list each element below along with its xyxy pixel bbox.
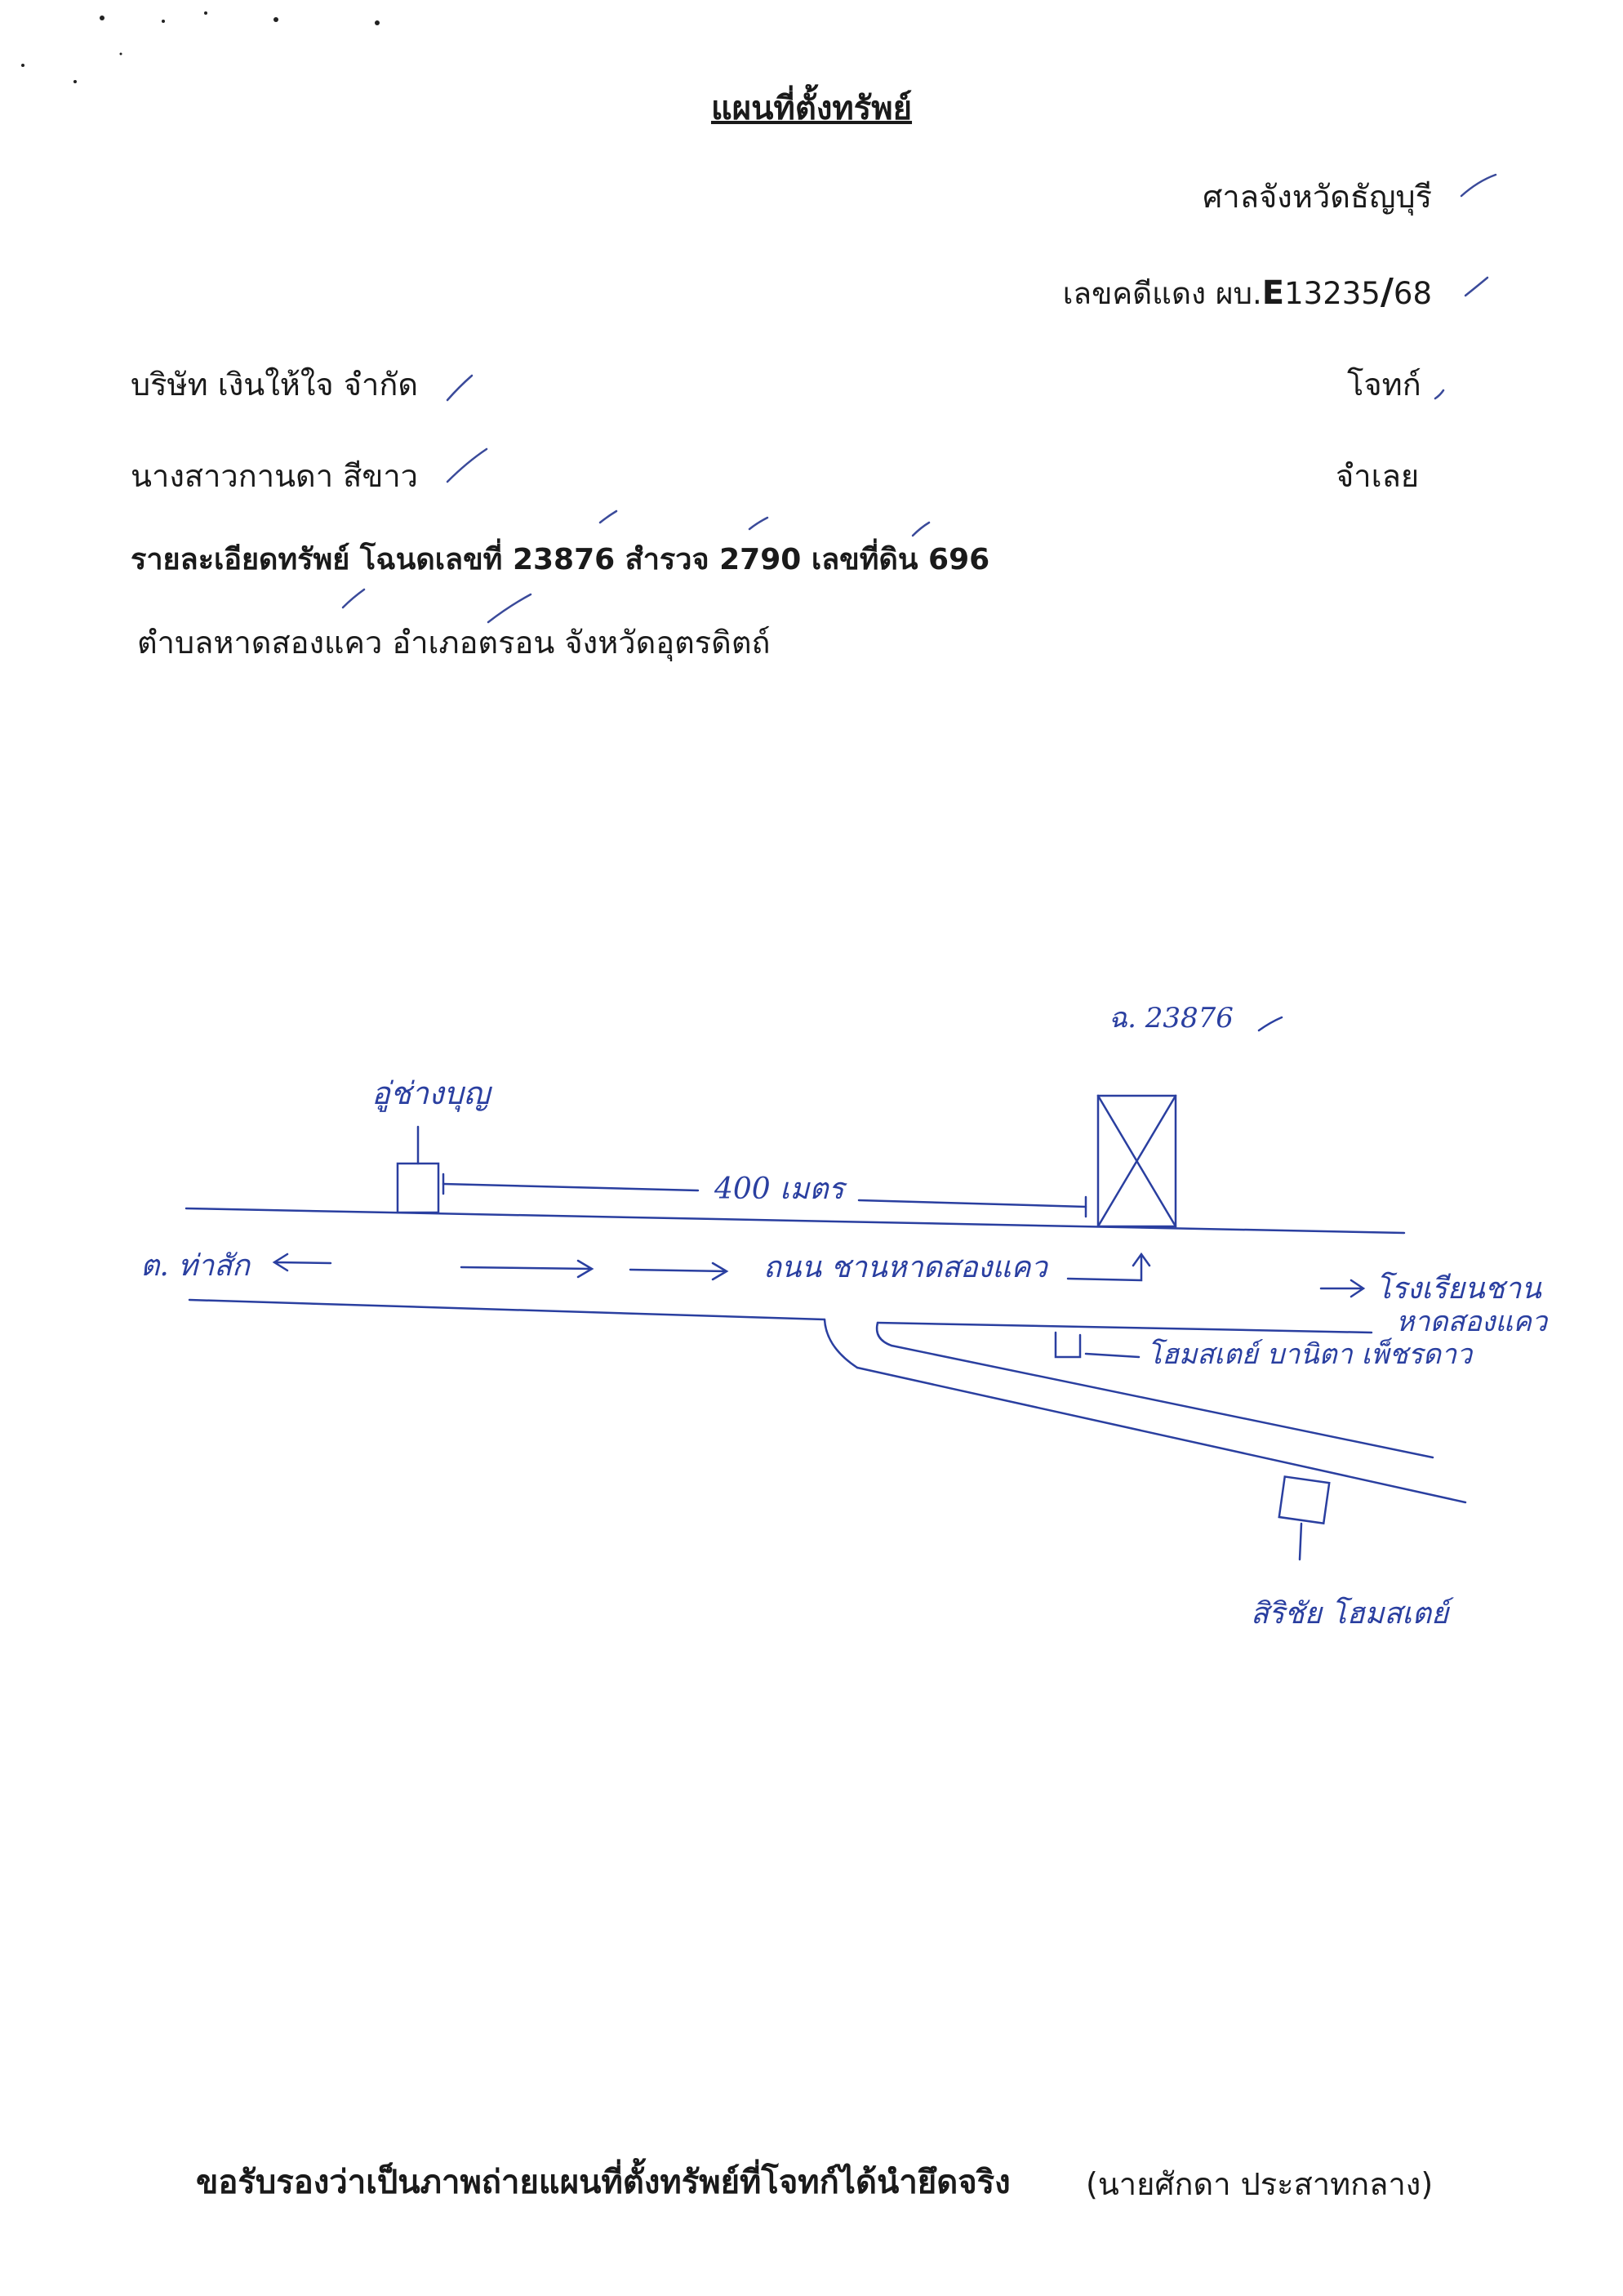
case-letter: E — [1261, 274, 1285, 312]
check-icon — [1460, 173, 1497, 198]
case-slash: / — [1380, 271, 1394, 313]
case-year: 68 — [1393, 276, 1432, 311]
road-bottom-edge-right — [876, 1321, 1373, 1334]
property-details: รายละเอียดทรัพย์ โฉนดเลขที่ 23876 สำรวจ … — [131, 543, 990, 576]
property-location: ตำบลหาดสองแคว อำเภอตรอน จังหวัดอุตรดิตถ์ — [137, 625, 771, 661]
check-icon — [748, 516, 769, 531]
deed-label: ฉ. 23876 — [1109, 1002, 1234, 1035]
distance-label: 400 เมตร — [714, 1172, 848, 1206]
page-title: แผนที่ตั้งทรัพย์ — [710, 90, 913, 127]
case-number: เลขคดีแดง ผบ.E13235/68 — [1063, 269, 1432, 318]
branch-right-edge — [890, 1344, 1434, 1459]
check-icon — [1464, 276, 1489, 297]
east-direction-label-1: โรงเรียนชาน — [1376, 1271, 1542, 1306]
branch-right-curve — [875, 1321, 893, 1347]
branch-left-curve — [823, 1318, 859, 1369]
homestay-label: โฮมสเตย์ บานิตา เพ็ชรดาว — [1147, 1337, 1474, 1371]
homestay-marker — [1054, 1331, 1082, 1359]
garage-marker — [396, 1162, 440, 1214]
check-icon — [487, 593, 532, 624]
bottom-landmark-marker — [1278, 1475, 1331, 1525]
check-icon — [911, 521, 931, 537]
court-name: ศาลจังหวัดธัญบุรี — [1203, 179, 1432, 215]
road-name-label: ถนน ชานหาดสองแคว — [763, 1251, 1048, 1284]
check-marks — [21, 11, 1497, 624]
arrow-east-icon — [1319, 1279, 1366, 1298]
property-map: อู่ช่างบุญ 400 เมตร ฉ. 23876 ต. ท่าสัก ถ… — [140, 1002, 1549, 1631]
east-direction-label-2: หาดสองแคว — [1396, 1306, 1549, 1338]
certifier-name: (นายศักดา ประสาทกลาง) — [1086, 2166, 1434, 2202]
check-icon — [1434, 389, 1445, 400]
case-digits: 13235 — [1284, 276, 1381, 311]
bottom-landmark-label: สิริชัย โฮมสเตย์ — [1251, 1596, 1454, 1631]
arrow-east-icon — [629, 1261, 729, 1281]
certification-text: ขอรับรองว่าเป็นภาพถ่ายแผนที่ตั้งทรัพย์ที… — [196, 2164, 1011, 2201]
deed-parcel — [1096, 1094, 1177, 1228]
road-bottom-edge — [188, 1298, 826, 1321]
case-prefix: เลขคดีแดง ผบ. — [1062, 276, 1262, 311]
branch-left-edge — [856, 1366, 1467, 1504]
plaintiff-name: บริษัท เงินให้ใจ จำกัด — [131, 367, 419, 403]
check-icon — [341, 588, 366, 609]
distance-line — [442, 1182, 700, 1192]
defendant-role: จำเลย — [1336, 458, 1420, 494]
check-icon — [598, 509, 618, 524]
road-top-edge — [185, 1207, 1406, 1235]
west-direction-label: ต. ท่าสัก — [140, 1249, 251, 1283]
plaintiff-role: โจทก์ — [1347, 367, 1421, 403]
arrow-east-icon — [460, 1259, 594, 1279]
defendant-name: นางสาวกานดา สีขาว — [131, 458, 419, 494]
landmark-left-label: อู่ช่างบุญ — [371, 1075, 493, 1112]
arrow-west-icon — [272, 1253, 332, 1272]
check-icon — [446, 374, 474, 402]
turn-arrow-icon — [1066, 1252, 1151, 1282]
check-icon — [446, 447, 488, 483]
